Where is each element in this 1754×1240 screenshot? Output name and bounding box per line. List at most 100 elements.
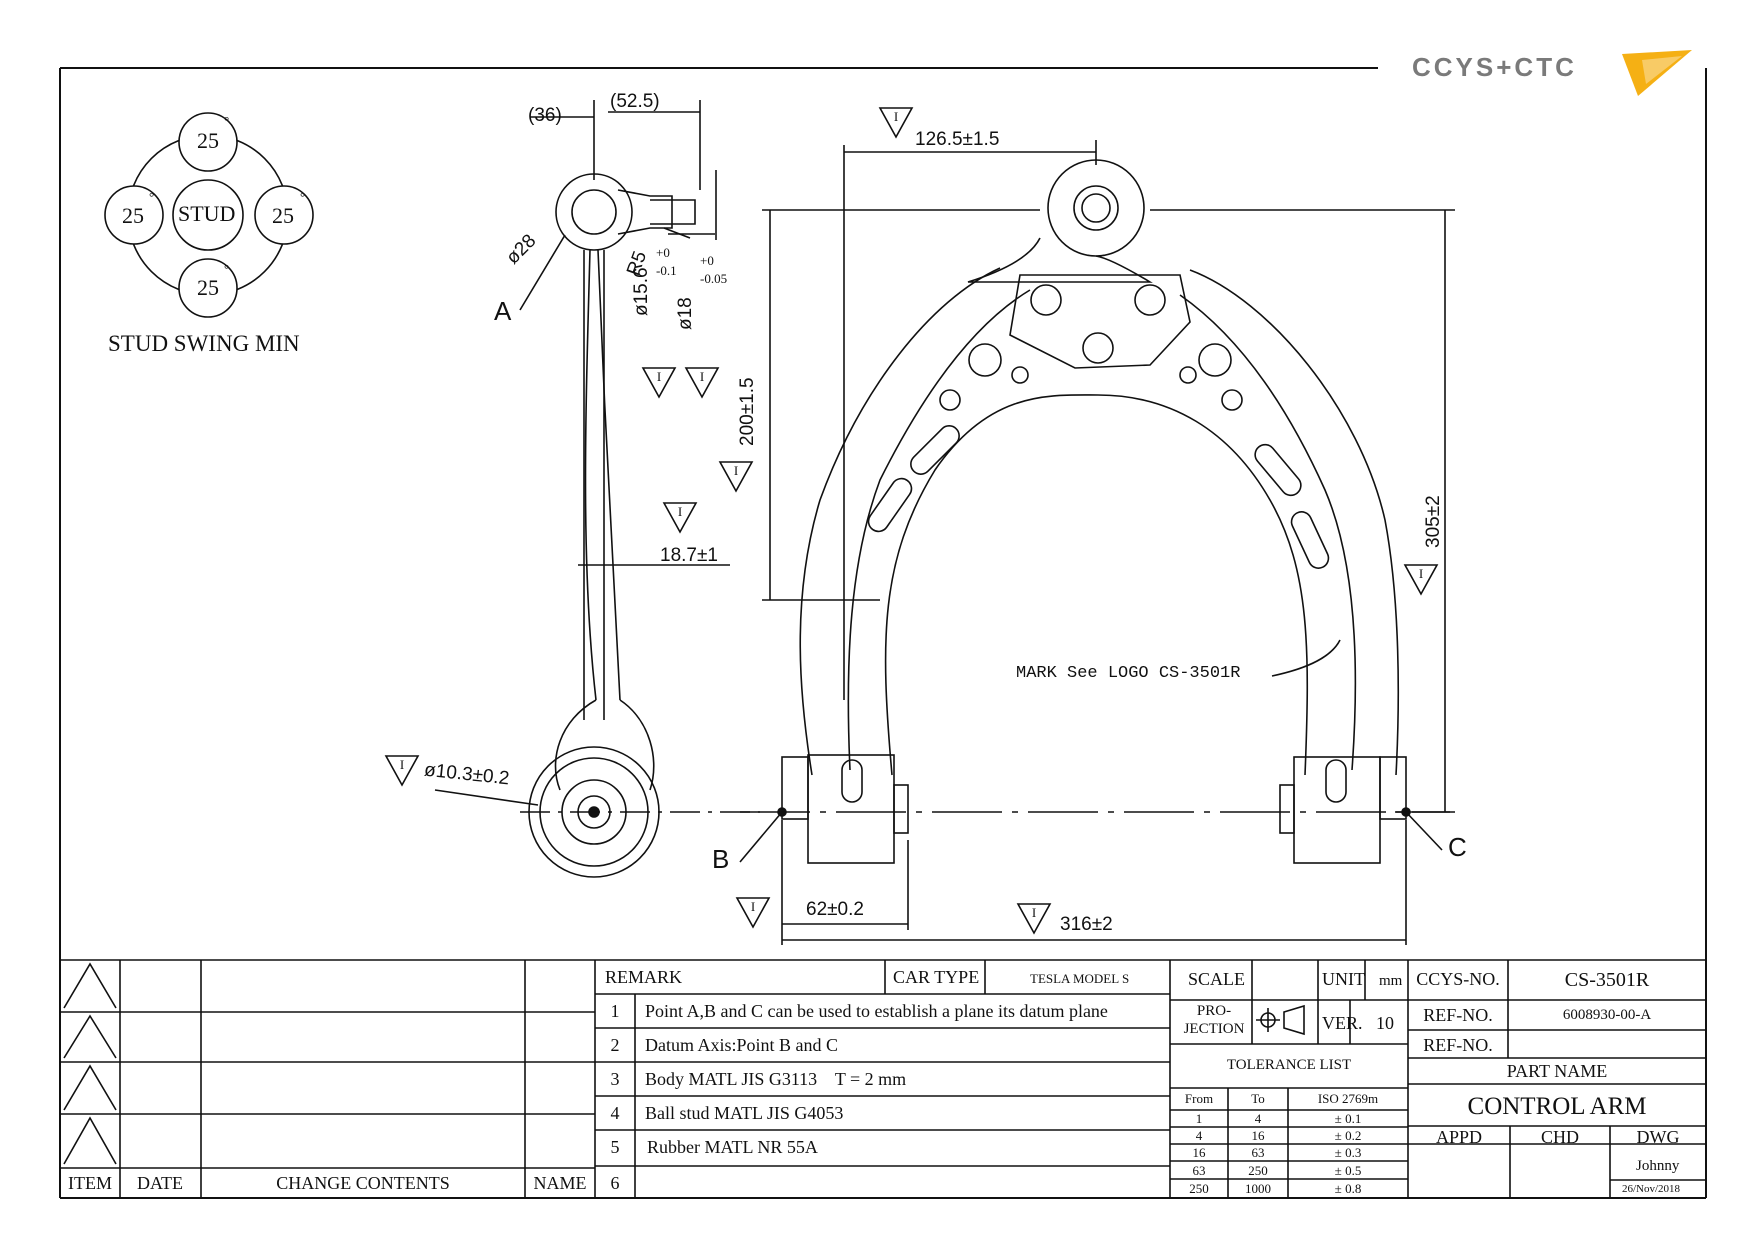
swing-angle-left: 25	[122, 203, 144, 228]
datum-glyph: I	[733, 463, 739, 478]
datum-glyph: I	[750, 899, 756, 914]
tol-from: 63	[1192, 1163, 1206, 1178]
side-view	[434, 100, 760, 878]
datum-glyph: I	[677, 504, 683, 519]
dim-dia-18: ø18	[675, 297, 696, 330]
dwg-date: 26/Nov/2018	[1622, 1183, 1681, 1195]
table-grid	[60, 959, 1706, 1198]
datum-glyph: I	[893, 109, 899, 124]
dim-200: 200±1.5	[737, 377, 758, 446]
swing-angle-top: 25	[197, 128, 219, 153]
tol-to: 1000	[1245, 1181, 1271, 1196]
tol-to: 63	[1251, 1145, 1265, 1160]
point-b-label: B	[712, 844, 730, 874]
datum-glyph: I	[399, 757, 405, 772]
degree-mark-bottom: °	[224, 261, 230, 276]
tol-value: ± 0.2	[1334, 1128, 1362, 1143]
tol-from: 250	[1189, 1181, 1209, 1196]
remark-text: Datum Axis:Point B and C	[645, 1035, 839, 1055]
degree-mark-right: °	[300, 189, 306, 204]
swing-angle-right: 25	[272, 203, 294, 228]
part-name-label: PART NAME	[1506, 1061, 1608, 1081]
ccys-no-label: CCYS-NO.	[1416, 969, 1500, 989]
ver-label: VER.	[1322, 1013, 1363, 1033]
sheet-border	[59, 67, 1707, 1199]
remark-text: Point A,B and C can be used to establish…	[645, 1001, 1108, 1021]
degree-mark-top: °	[224, 113, 230, 128]
rev-header-name: NAME	[533, 1173, 587, 1193]
mark-note: MARK See LOGO CS-3501R	[1016, 664, 1241, 683]
tol-value: ± 0.3	[1334, 1145, 1362, 1160]
datum-glyph: I	[1418, 566, 1424, 581]
remark-no: 4	[610, 1103, 620, 1123]
datum-symbols	[384, 107, 1439, 935]
point-c-label: C	[1448, 832, 1467, 862]
tol-value: ± 0.8	[1334, 1181, 1362, 1196]
company-logo: CCYS+CTC	[1412, 52, 1577, 82]
remark-title: REMARK	[605, 967, 683, 987]
point-a-label: A	[494, 296, 512, 326]
car-type-label: CAR TYPE	[893, 967, 980, 987]
dwg-label: DWG	[1636, 1127, 1680, 1147]
dim-316: 316±2	[1060, 914, 1113, 935]
ref-no2-label: REF-NO.	[1423, 1035, 1493, 1055]
top-view	[739, 140, 1455, 945]
remark-no: 2	[610, 1035, 620, 1055]
tol-from: 16	[1192, 1145, 1206, 1160]
chd-label: CHD	[1540, 1127, 1580, 1147]
rev-header-date: DATE	[137, 1173, 183, 1193]
datum-glyph: I	[699, 369, 705, 384]
swing-center-label: STUD	[178, 201, 236, 226]
datum-glyph: I	[656, 369, 662, 384]
remark-text: Rubber MATL NR 55A	[647, 1137, 818, 1157]
dim-dia-18-upper-tol: +0	[700, 253, 714, 268]
tol-header-to: To	[1251, 1091, 1265, 1106]
dim-dia-18-lower-tol: -0.05	[700, 271, 728, 286]
remark-no: 3	[610, 1069, 620, 1089]
scale-label: SCALE	[1188, 969, 1246, 989]
dim-36: (36)	[528, 105, 562, 126]
tol-to: 16	[1251, 1128, 1265, 1143]
ccys-no-value: CS-3501R	[1564, 969, 1650, 991]
tol-header-from: From	[1184, 1091, 1214, 1106]
unit-label: UNIT	[1322, 969, 1365, 989]
tolerance-title: TOLERANCE LIST	[1226, 1057, 1352, 1073]
projection-label-line1: PRO-	[1196, 1003, 1232, 1019]
dwg-name: Johnny	[1636, 1158, 1680, 1174]
ver-value: 10	[1376, 1013, 1394, 1033]
rev-header-item: ITEM	[68, 1173, 112, 1193]
unit-value: mm	[1379, 973, 1403, 989]
remark-text: Ball stud MATL JIS G4053	[645, 1103, 844, 1123]
dim-126-5: 126.5±1.5	[915, 129, 1000, 150]
appd-label: APPD	[1435, 1127, 1483, 1147]
datum-glyph: I	[1031, 905, 1037, 920]
remark-no: 6	[610, 1173, 620, 1193]
tol-from: 4	[1195, 1128, 1203, 1143]
tol-to: 4	[1254, 1111, 1262, 1126]
part-name-value: CONTROL ARM	[1467, 1093, 1647, 1120]
swing-caption: STUD SWING MIN	[108, 331, 300, 356]
remark-text: Body MATL JIS G3113 T = 2 mm	[645, 1069, 907, 1089]
remark-no: 1	[610, 1001, 620, 1021]
tol-to: 250	[1248, 1163, 1268, 1178]
degree-mark-left: °	[149, 189, 155, 204]
swing-angle-bottom: 25	[197, 275, 219, 300]
dim-305: 305±2	[1423, 495, 1444, 548]
stud-swing-diagram	[104, 112, 314, 318]
car-type-value: TESLA MODEL S	[1030, 971, 1130, 986]
logo-mark	[1622, 50, 1692, 96]
dim-dia-15-6-upper-tol: +0	[656, 245, 670, 260]
tol-value: ± 0.5	[1334, 1163, 1362, 1178]
ref-no-value: 6008930-00-A	[1562, 1007, 1652, 1023]
dim-52-5: (52.5)	[610, 91, 660, 112]
dim-dia-15-6-lower-tol: -0.1	[656, 263, 677, 278]
dim-62: 62±0.2	[806, 899, 864, 920]
tol-header-iso: ISO 2769m	[1317, 1091, 1379, 1106]
tol-from: 1	[1195, 1111, 1203, 1126]
remark-no: 5	[610, 1137, 620, 1157]
rev-header-change-contents: CHANGE CONTENTS	[276, 1173, 450, 1193]
projection-label-line2: JECTION	[1183, 1021, 1245, 1037]
ref-no-label: REF-NO.	[1423, 1005, 1493, 1025]
dim-18-7: 18.7±1	[660, 545, 718, 566]
